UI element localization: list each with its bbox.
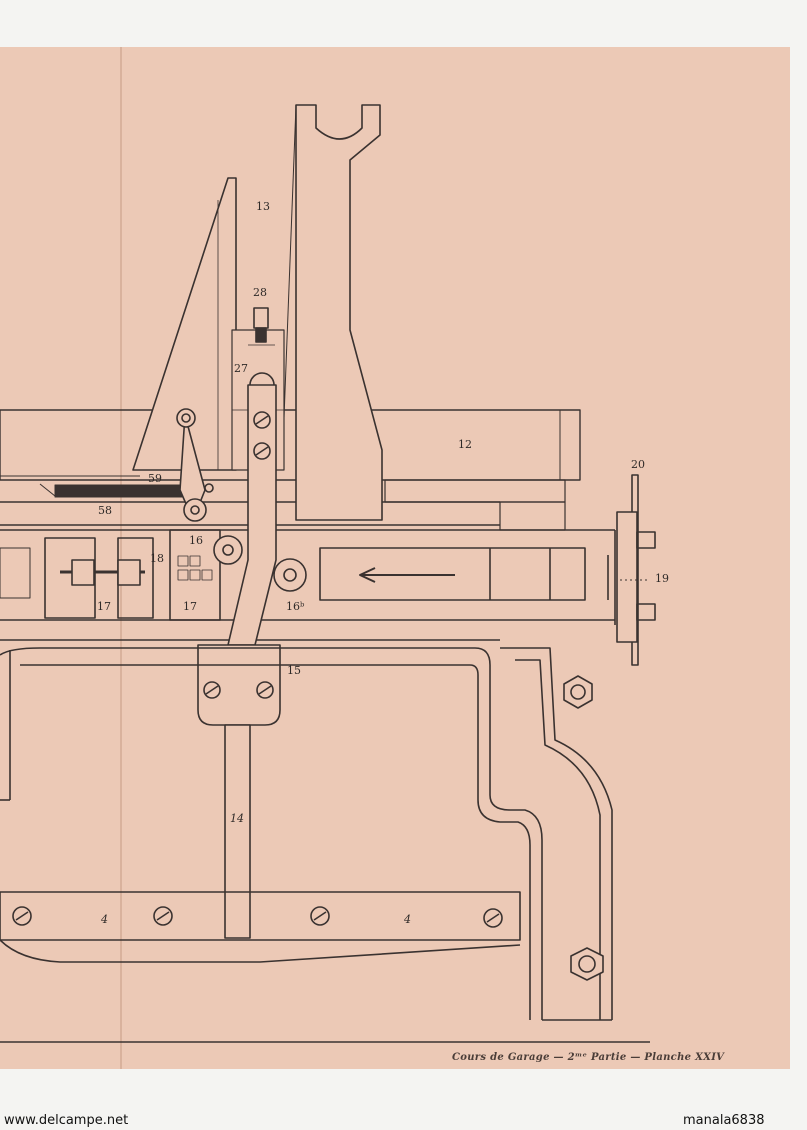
- label-27: 27: [234, 362, 248, 375]
- arm-14: [224, 724, 251, 939]
- label-17-a: 17: [97, 600, 111, 613]
- label-12: 12: [458, 438, 472, 451]
- stop-plate-20: [607, 474, 656, 666]
- label-20: 20: [631, 458, 645, 471]
- sheet-fold-line: [120, 47, 122, 1069]
- label-16b: 16ᵇ: [286, 600, 305, 613]
- main-frame: [0, 647, 650, 1043]
- label-17-b: 17: [183, 600, 197, 613]
- watermark-site: www.delcampe.net: [4, 1113, 129, 1128]
- frame-screws: [12, 906, 503, 928]
- label-4-a: 4: [100, 913, 108, 926]
- label-16: 16: [189, 534, 203, 547]
- watermark-seller: manala6838: [683, 1113, 765, 1128]
- bracket-15: [197, 644, 281, 726]
- label-14: 14: [230, 812, 244, 825]
- slide-block-17: [0, 529, 221, 621]
- roller-16b: [273, 558, 307, 592]
- drawing-sheet: [0, 47, 790, 1069]
- label-15: 15: [287, 664, 301, 677]
- spring-59: [39, 408, 214, 522]
- reference-labels: 13 28 27 12 20 59 58 16 18 17 17 16ᵇ 19 …: [97, 200, 669, 926]
- label-13: 13: [256, 200, 270, 213]
- label-59: 59: [148, 472, 162, 485]
- label-4-b: 4: [403, 913, 411, 926]
- hex-nuts: [563, 675, 604, 981]
- triangular-bracket: [132, 177, 237, 471]
- label-28: 28: [253, 286, 267, 299]
- screw-28: [248, 307, 275, 346]
- roller-16: [213, 535, 243, 565]
- label-58: 58: [98, 504, 112, 517]
- slide-part-12: [0, 409, 581, 531]
- label-19: 19: [655, 572, 669, 585]
- plate-caption: Cours de Garage — 2ᵐᵉ Partie — Planche X…: [452, 1052, 725, 1063]
- label-18: 18: [150, 552, 164, 565]
- sliding-block: [319, 547, 586, 601]
